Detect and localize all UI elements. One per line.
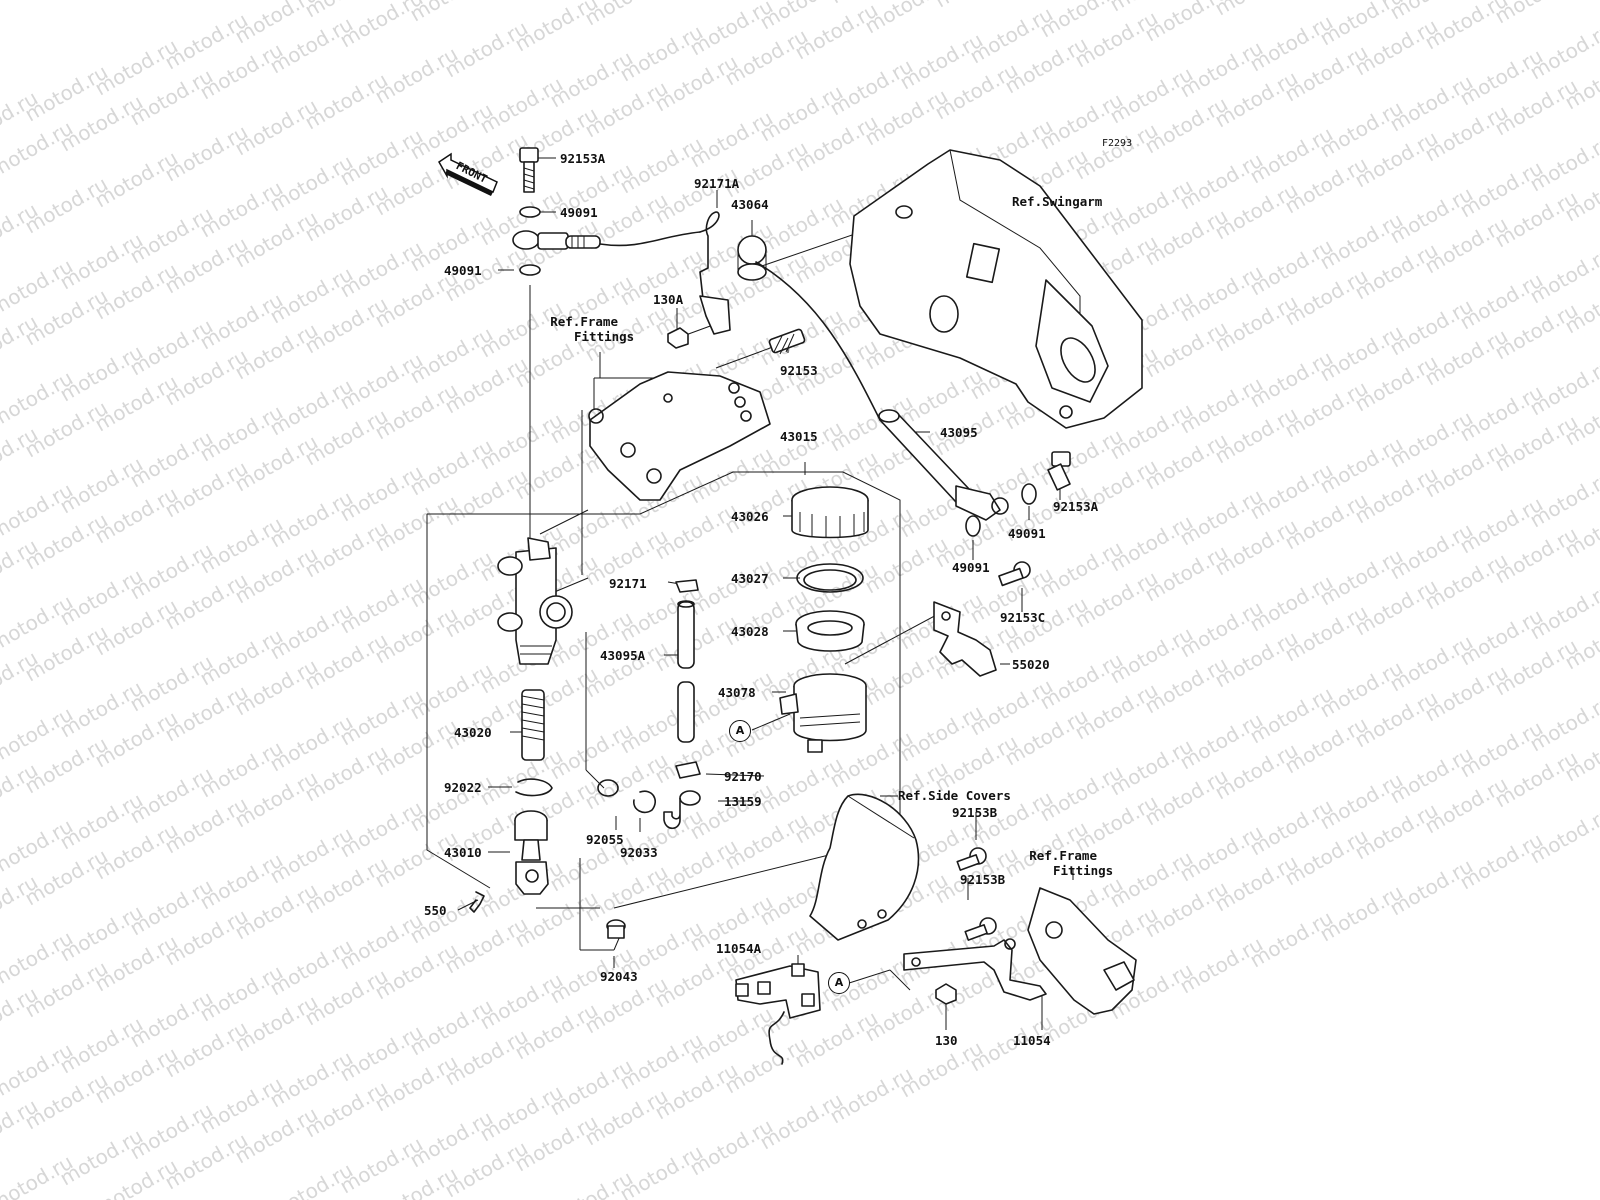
callout-11054A: 11054A (716, 941, 762, 956)
pushrod-spring-43020 (521, 689, 545, 761)
hose-43095A (677, 600, 695, 743)
callout-92153C: 92153C (1000, 610, 1046, 625)
clevis-pin-92043 (606, 919, 626, 939)
reservoir-hose-upper (599, 231, 701, 247)
frame-fitting-bracket (588, 371, 771, 501)
frame-fitting-lower (1027, 887, 1137, 1015)
ref-frame-fittings-bottom-line2: Fittings (1053, 863, 1114, 878)
bolt-92153 (768, 328, 806, 355)
callout-43010: 43010 (444, 845, 482, 860)
hose-clip-92171A (699, 211, 731, 335)
ref-frame-fittings-top-line2: Fittings (574, 329, 635, 344)
callout-49091-d: 49091 (952, 560, 990, 575)
callout-49091-a: 49091 (560, 205, 598, 220)
callout-43064: 43064 (731, 197, 769, 212)
reference-marker-a-upper: A (729, 720, 751, 742)
bolt-92153C (998, 561, 1031, 587)
bolt-92153B-a (956, 847, 987, 871)
banjo-bolt-right (1047, 451, 1071, 491)
swingarm-ref (849, 149, 1143, 429)
callout-11054: 11054 (1013, 1033, 1051, 1048)
watermark-text: motod.ru (1561, 0, 1600, 2)
bracket-11054A (735, 963, 821, 1065)
washer-49091-mid (519, 264, 541, 276)
hose-43095-body (878, 409, 1009, 521)
callout-92171A: 92171A (694, 176, 740, 191)
hose-clip-92170 (675, 761, 701, 779)
reservoir-tank-43078 (779, 673, 867, 753)
ref-swingarm-label: Ref.Swingarm (1012, 194, 1103, 209)
callout-92171: 92171 (609, 576, 647, 591)
callout-550: 550 (424, 903, 447, 918)
diaphragm-43028 (795, 610, 865, 652)
watermark-text: motod.ru (581, 0, 672, 30)
watermark-text: motod.ru (1211, 0, 1302, 20)
callout-49091-b: 49091 (444, 263, 482, 278)
callout-92153A-top: 92153A (560, 151, 606, 166)
washer-49091-top (519, 206, 541, 218)
watermark-text: motod.ru (651, 0, 742, 4)
side-cover-ref (809, 793, 920, 941)
oring-92055 (597, 779, 619, 797)
callout-92153A-right: 92153A (1053, 499, 1099, 514)
callout-13159: 13159 (724, 794, 762, 809)
callout-43027: 43027 (731, 571, 769, 586)
bracket-11054 (903, 938, 1047, 1001)
callout-55020: 55020 (1012, 657, 1050, 672)
ref-frame-fittings-top-label: Ref.Frame Fittings (534, 314, 634, 344)
reservoir-hose-43095 (755, 261, 881, 421)
grommet-43064 (737, 235, 767, 281)
watermark-text: motod.ru (1491, 0, 1582, 28)
callout-130: 130 (935, 1033, 958, 1048)
callout-43028: 43028 (731, 624, 769, 639)
reservoir-cap-43026 (791, 486, 869, 539)
ref-frame-fittings-bottom-label: Ref.Frame Fittings (1013, 848, 1113, 878)
pushrod-43010 (514, 810, 549, 895)
callout-92022: 92022 (444, 780, 482, 795)
circlip-92022 (515, 778, 553, 797)
callout-43020: 43020 (454, 725, 492, 740)
ref-frame-fittings-top-line1: Ref.Frame (550, 314, 618, 329)
callout-43095A: 43095A (600, 648, 646, 663)
ref-side-covers-label: Ref.Side Covers (898, 788, 1011, 803)
hose-clip-92171 (675, 579, 699, 593)
bolt-130A (667, 327, 689, 349)
front-arrow-icon (438, 152, 498, 196)
banjo-fitting-top (512, 230, 601, 250)
bolt-130 (935, 983, 957, 1005)
callout-92153: 92153 (780, 363, 818, 378)
watermark-text: motod.ru (931, 0, 1022, 12)
master-cylinder-body (497, 537, 573, 665)
figure-code: F2293 (1102, 138, 1133, 149)
washer-49091-right-a (1021, 483, 1037, 505)
callout-49091-c: 49091 (1008, 526, 1046, 541)
callout-92153B-b: 92153B (960, 872, 1006, 887)
callout-43095: 43095 (940, 425, 978, 440)
hose-elbow-13159 (663, 790, 701, 830)
leader-lines (426, 157, 1074, 1030)
callout-92055: 92055 (586, 832, 624, 847)
callout-43015: 43015 (780, 429, 818, 444)
washer-49091-right-b (965, 515, 981, 537)
callout-92033: 92033 (620, 845, 658, 860)
reservoir-bracket-55020 (933, 601, 997, 677)
reference-marker-a-lower: A (828, 972, 850, 994)
ref-frame-fittings-bottom-line1: Ref.Frame (1029, 848, 1097, 863)
circlip-92033 (633, 790, 656, 814)
front-direction-indicator: FRONT (437, 152, 501, 198)
diaphragm-plate-43027 (796, 563, 864, 593)
banjo-bolt-top (519, 147, 539, 193)
callout-92170: 92170 (724, 769, 762, 784)
bolt-92153B-b (964, 917, 997, 941)
callout-130A: 130A (653, 292, 684, 307)
callout-43078: 43078 (718, 685, 756, 700)
callout-92043: 92043 (600, 969, 638, 984)
cotter-pin-550 (469, 891, 485, 913)
callout-92153B-a: 92153B (952, 805, 998, 820)
callout-43026: 43026 (731, 509, 769, 524)
watermark-text: motod.ru (406, 0, 497, 26)
